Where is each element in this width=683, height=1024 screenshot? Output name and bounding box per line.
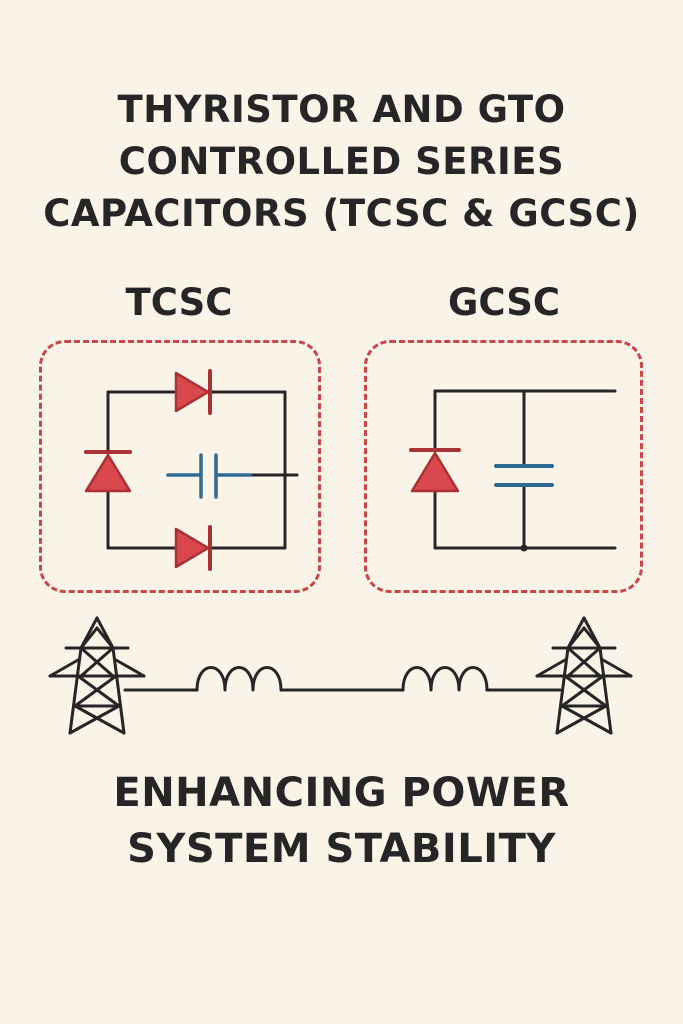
thyristor-icon	[409, 448, 461, 493]
transmission-line	[123, 666, 562, 692]
junction-dot	[520, 544, 528, 552]
gcsc-circuit	[433, 389, 617, 550]
thyristor-icon	[174, 525, 212, 571]
thyristor-icon	[174, 369, 212, 415]
title-line-1: THYRISTOR AND GTO	[117, 88, 566, 131]
capacitor-icon	[494, 464, 554, 487]
transmission-tower-icon	[535, 616, 633, 735]
subtitle-line-1: ENHANCING POWER	[113, 770, 570, 816]
inductor-icon	[401, 666, 489, 692]
transmission-tower-icon	[48, 616, 146, 735]
thyristor-icon	[84, 450, 132, 493]
title-line-3: CAPACITORS (TCSC & GCSC)	[43, 192, 640, 235]
tcsc-panel	[39, 340, 321, 593]
inductor-icon	[195, 666, 283, 692]
gcsc-label: GCSC	[447, 281, 560, 324]
page-title: THYRISTOR AND GTO CONTROLLED SERIES CAPA…	[0, 84, 683, 240]
tcsc-label: TCSC	[125, 281, 233, 324]
subtitle: ENHANCING POWER SYSTEM STABILITY	[0, 765, 683, 877]
subtitle-line-2: SYSTEM STABILITY	[127, 826, 556, 872]
tcsc-circuit	[106, 390, 299, 550]
gcsc-panel	[364, 340, 643, 593]
title-line-2: CONTROLLED SERIES	[118, 140, 565, 183]
capacitor-icon	[166, 453, 252, 499]
